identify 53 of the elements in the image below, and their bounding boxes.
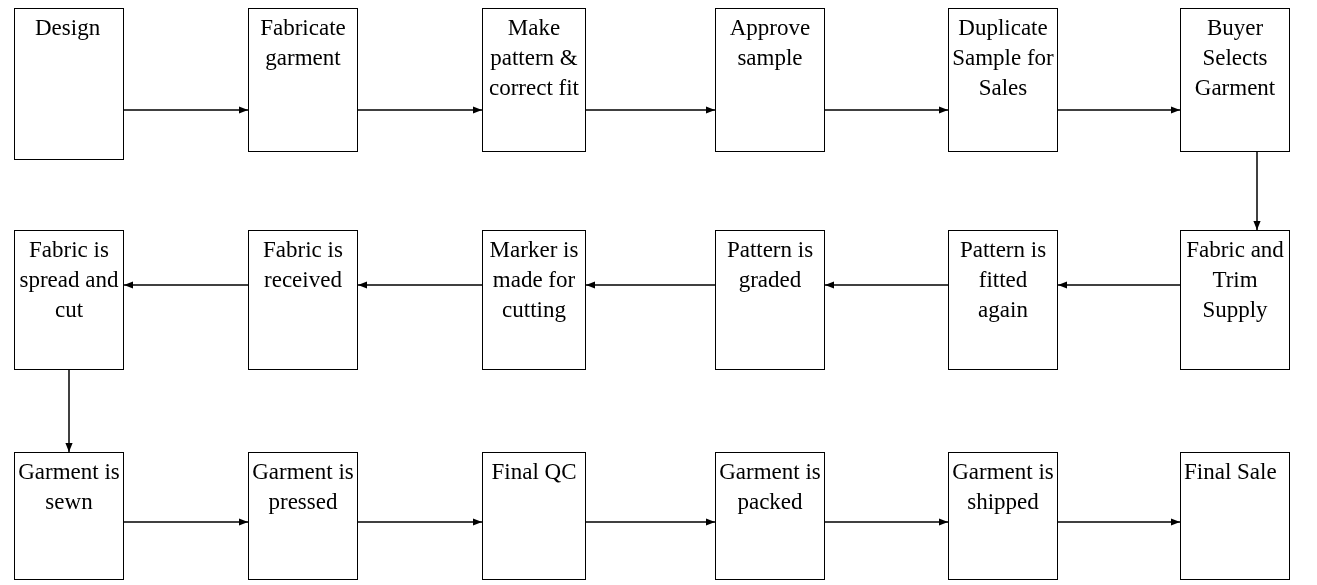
- step-label: Make pattern & correct fit: [488, 14, 580, 102]
- process-box: [715, 8, 825, 152]
- process-box: [482, 8, 586, 152]
- arrow: [123, 106, 249, 114]
- arrow: [357, 106, 483, 114]
- process-box: [248, 452, 358, 580]
- arrow: [123, 518, 249, 526]
- process-box: [948, 8, 1058, 152]
- step-label: Fabric is received: [262, 236, 344, 294]
- step-label: Approve sample: [728, 14, 812, 72]
- arrow: [585, 518, 716, 526]
- arrow: [824, 281, 949, 289]
- arrow: [824, 106, 949, 114]
- step-label: Design: [35, 14, 102, 42]
- process-box: [248, 8, 358, 152]
- arrow: [585, 281, 716, 289]
- step-label: Garment is shipped: [952, 458, 1054, 516]
- arrow: [1057, 518, 1181, 526]
- process-box: [948, 230, 1058, 370]
- arrow: [357, 281, 483, 289]
- arrow: [1057, 281, 1181, 289]
- process-box: [248, 230, 358, 370]
- step-label: Garment is pressed: [252, 458, 354, 516]
- process-box: [14, 452, 124, 580]
- step-label: Final Sale: [1184, 458, 1278, 486]
- process-box: [715, 452, 825, 580]
- step-label: Marker is made for cutting: [488, 236, 580, 324]
- step-label: Garment is sewn: [18, 458, 120, 516]
- arrow: [585, 106, 716, 114]
- step-label: Garment is packed: [719, 458, 821, 516]
- process-box: [1180, 230, 1290, 370]
- arrow: [65, 369, 73, 453]
- process-box: [715, 230, 825, 370]
- process-box: [1180, 452, 1290, 580]
- process-box: [14, 230, 124, 370]
- process-box: [482, 452, 586, 580]
- step-label: Duplicate Sample for Sales: [952, 14, 1054, 102]
- process-box: [14, 8, 124, 160]
- step-label: Fabricate garment: [259, 14, 347, 72]
- arrow: [1057, 106, 1181, 114]
- process-box: [1180, 8, 1290, 152]
- step-label: Pattern is fitted again: [958, 236, 1048, 324]
- arrow: [357, 518, 483, 526]
- process-box: [948, 452, 1058, 580]
- arrow: [123, 281, 249, 289]
- process-box: [482, 230, 586, 370]
- step-label: Final QC: [490, 458, 578, 486]
- step-label: Pattern is graded: [725, 236, 815, 294]
- step-label: Fabric and Trim Supply: [1185, 236, 1285, 324]
- arrow: [824, 518, 949, 526]
- arrow: [1253, 151, 1261, 231]
- step-label: Fabric is spread and cut: [18, 236, 120, 324]
- step-label: Buyer Selects Garment: [1193, 14, 1277, 102]
